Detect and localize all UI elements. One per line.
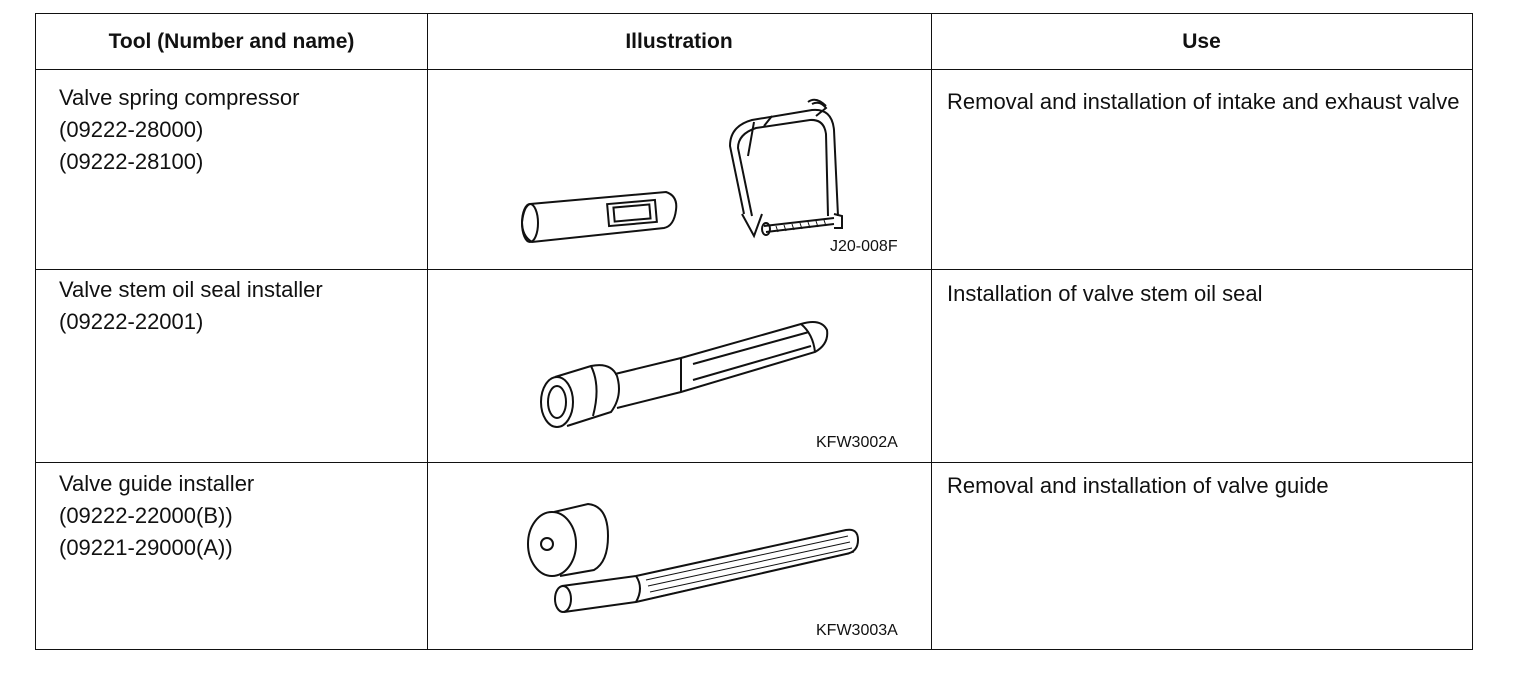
column-divider bbox=[931, 14, 932, 649]
tool-number: (09221-29000(A)) bbox=[59, 535, 233, 560]
header-tool: Tool (Number and name) bbox=[108, 29, 355, 53]
use-description: Removal and installation of intake and e… bbox=[947, 89, 1460, 114]
use-description: Installation of valve stem oil seal bbox=[947, 281, 1263, 306]
column-divider bbox=[427, 14, 428, 649]
valve-spring-compressor-illustration bbox=[520, 98, 843, 244]
special-tools-table: Tool (Number and name) Illustration Use … bbox=[35, 13, 1473, 650]
tool-number: (09222-22000(B)) bbox=[59, 503, 233, 528]
row-divider bbox=[36, 269, 1472, 270]
tool-cell: Valve guide installer (09222-22000(B)) (… bbox=[59, 468, 254, 564]
figure-code: KFW3003A bbox=[816, 622, 898, 639]
figure-code: J20-008F bbox=[830, 238, 898, 255]
header-divider bbox=[36, 69, 1472, 70]
valve-guide-installer-illustration bbox=[527, 502, 860, 613]
header-illustration: Illustration bbox=[625, 29, 733, 53]
header-use: Use bbox=[1182, 29, 1221, 53]
tool-cell: Valve stem oil seal installer (09222-220… bbox=[59, 274, 323, 338]
figure-code: KFW3002A bbox=[816, 434, 898, 451]
row-divider bbox=[36, 462, 1472, 463]
tool-number: (09222-22001) bbox=[59, 309, 204, 334]
use-description: Removal and installation of valve guide bbox=[947, 473, 1329, 498]
tool-name: Valve spring compressor bbox=[59, 85, 300, 110]
tool-cell: Valve spring compressor (09222-28000) (0… bbox=[59, 82, 299, 178]
tool-number: (09222-28000) bbox=[59, 117, 204, 142]
valve-stem-oil-seal-installer-illustration bbox=[540, 321, 829, 428]
tool-name: Valve stem oil seal installer bbox=[59, 277, 323, 302]
tool-number: (09222-28100) bbox=[59, 149, 204, 174]
tool-name: Valve guide installer bbox=[59, 471, 255, 496]
